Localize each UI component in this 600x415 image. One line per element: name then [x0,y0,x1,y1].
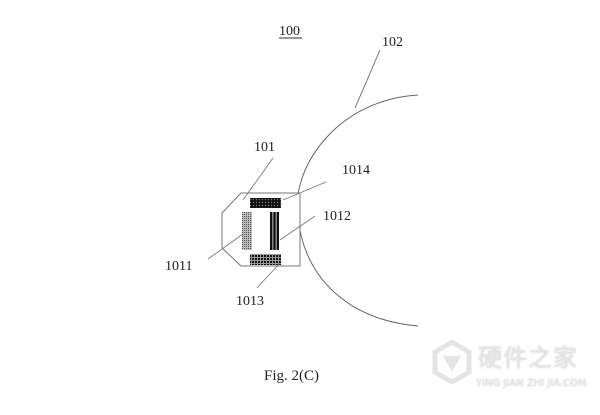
component-1013 [250,254,281,265]
leader-102 [354,49,381,109]
component-1011 [242,212,252,250]
figure-caption: Fig. 2(C) [264,368,319,384]
watermark-domain: YING JIAN ZHI JIA.COM [476,378,587,389]
reference-number: 100 [279,24,300,39]
label-101: 101 [254,140,275,155]
watermark-logo-icon [432,340,472,384]
label-1011: 1011 [165,259,192,274]
leader-1011 [207,233,244,260]
leader-1013 [256,262,281,289]
watermark-name: 硬件之家 [478,344,578,372]
leader-1012 [279,215,316,241]
component-1014 [250,198,281,208]
component-1012 [270,212,279,250]
label-1013: 1013 [236,294,264,309]
body-outline-102 [296,94,419,327]
label-1014: 1014 [342,163,370,178]
leader-101 [242,157,274,201]
label-1012: 1012 [323,209,351,224]
leader-1014 [282,181,327,201]
label-102: 102 [382,35,403,50]
